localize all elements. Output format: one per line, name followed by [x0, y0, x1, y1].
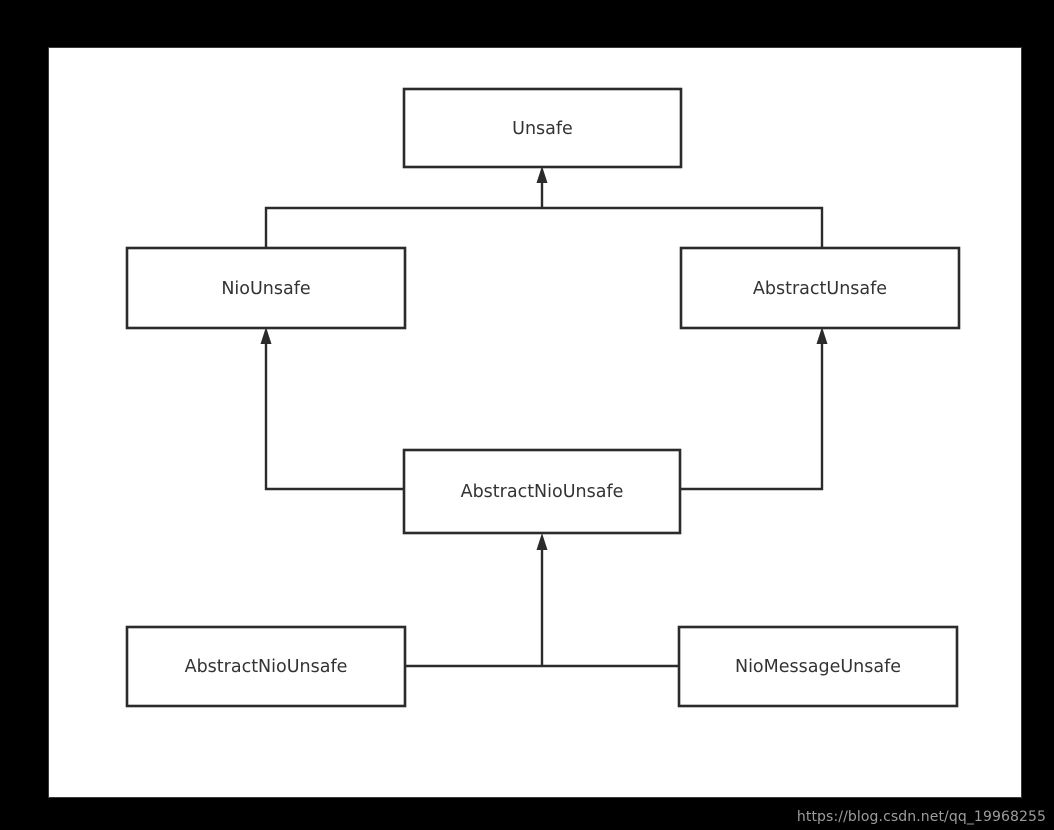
edge-segment	[542, 206, 824, 248]
arrowhead-to-nio-unsafe	[260, 327, 272, 344]
class-diagram: Unsafe NioUnsafe AbstractUnsafe Abstract…	[125, 87, 961, 708]
node-abstract-nio-unsafe-2[interactable]: AbstractNioUnsafe	[125, 625, 407, 708]
node-box	[125, 625, 407, 708]
edge-nio-unsafe-to-unsafe	[264, 206, 542, 248]
node-box	[679, 246, 961, 330]
arrowhead-to-abstract-nio-unsafe	[536, 533, 548, 550]
node-unsafe[interactable]: Unsafe	[402, 87, 683, 169]
node-box	[125, 246, 407, 330]
node-label-nio-unsafe: NioUnsafe	[221, 279, 310, 299]
node-nio-message-unsafe[interactable]: NioMessageUnsafe	[677, 625, 959, 708]
node-label-abstract-unsafe: AbstractUnsafe	[753, 279, 887, 299]
node-box	[402, 448, 682, 535]
node-box	[402, 87, 683, 169]
arrowhead-to-unsafe	[536, 166, 548, 183]
node-label-abstract-nio-unsafe: AbstractNioUnsafe	[461, 482, 624, 502]
node-label-nio-message-unsafe: NioMessageUnsafe	[735, 657, 901, 677]
node-abstract-unsafe[interactable]: AbstractUnsafe	[679, 246, 961, 330]
edge-segment	[680, 341, 824, 491]
edge-segment	[264, 206, 542, 248]
edge-abstract-nio-unsafe-to-nio-unsafe	[260, 327, 404, 491]
edge-abstract-unsafe-to-unsafe	[536, 166, 824, 248]
edge-segment	[264, 341, 404, 491]
node-label-unsafe: Unsafe	[512, 119, 573, 139]
node-nio-unsafe[interactable]: NioUnsafe	[125, 246, 407, 330]
watermark-url: https://blog.csdn.net/qq_19968255	[796, 809, 1046, 825]
node-abstract-nio-unsafe[interactable]: AbstractNioUnsafe	[402, 448, 682, 535]
diagram-canvas: Unsafe NioUnsafe AbstractUnsafe Abstract…	[48, 47, 1022, 798]
edge-nio-message-unsafe-to-abstract-nio-unsafe	[536, 533, 679, 668]
node-label-abstract-nio-unsafe-2: AbstractNioUnsafe	[185, 657, 348, 677]
edge-abstract-nio-unsafe-to-abstract-unsafe	[680, 327, 828, 491]
node-box	[677, 625, 959, 708]
arrowhead-to-abstract-unsafe	[816, 327, 828, 344]
